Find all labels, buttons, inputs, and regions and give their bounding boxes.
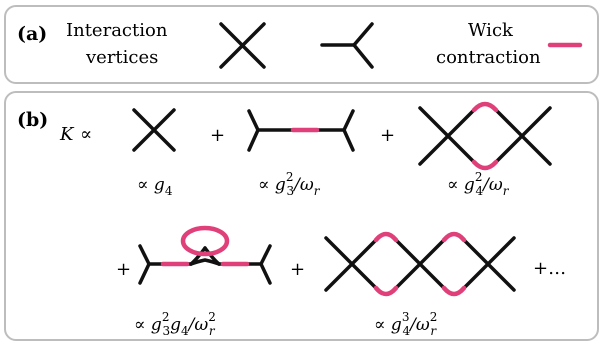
term-3-upper-contraction xyxy=(471,101,499,113)
term-5-lower-contraction-1 xyxy=(373,285,399,297)
term-1-label: ∝ g4 xyxy=(137,175,173,198)
wick-caption-line1: Wick xyxy=(468,20,514,41)
plus-4: + xyxy=(290,259,305,280)
plus-3: + xyxy=(116,259,131,280)
ellipsis: +… xyxy=(533,258,566,279)
plus-2: + xyxy=(380,125,395,146)
diagram-term-1 xyxy=(132,108,176,152)
lhs-prop-symbol: ∝ xyxy=(80,124,92,145)
three-point-vertex-legend xyxy=(320,22,374,69)
lhs-symbol: K xyxy=(59,124,75,145)
term-4-loop-contraction xyxy=(180,225,230,257)
panel-a-label: (a) xyxy=(17,23,47,45)
four-point-vertex-legend xyxy=(219,22,266,69)
plus-1: + xyxy=(210,125,225,146)
term-5-upper-contraction-1 xyxy=(373,231,399,243)
diagram-term-4 xyxy=(138,225,272,285)
term-3-lower-contraction xyxy=(471,159,499,171)
vertices-caption-line1: Interaction xyxy=(66,20,168,41)
wick-caption-line2: contraction xyxy=(436,47,541,68)
diagram-term-5 xyxy=(324,231,516,297)
term-5-lower-contraction-2 xyxy=(441,285,467,297)
diagram-term-2 xyxy=(247,109,355,152)
diagram-term-3 xyxy=(418,101,552,171)
vertices-caption-line2: vertices xyxy=(85,47,158,68)
term-5-upper-contraction-2 xyxy=(441,231,467,243)
panel-b-label: (b) xyxy=(17,109,48,131)
panel-b-frame xyxy=(4,91,599,341)
panel-a-frame xyxy=(4,5,599,84)
